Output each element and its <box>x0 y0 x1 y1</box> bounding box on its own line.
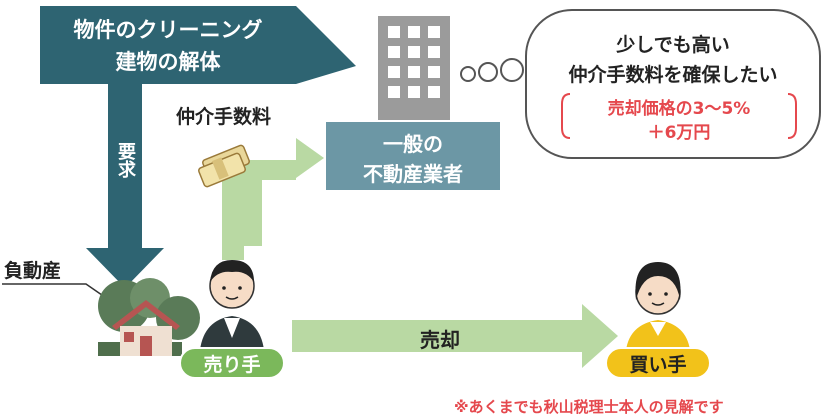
request-arrow <box>40 6 356 288</box>
thought-line2: 仲介手数料を確保したい <box>568 64 778 86</box>
liability-leader <box>2 283 113 303</box>
request-label-line1: 物件のクリーニング <box>73 18 263 42</box>
fee-arrow <box>222 138 324 246</box>
buyer-label: 買い手 <box>629 354 687 376</box>
sale-label: 売却 <box>420 328 460 352</box>
agent-label-line2: 不動産業者 <box>363 162 463 186</box>
fee-arrow-stem <box>222 160 244 260</box>
buyer-person-icon <box>626 262 690 350</box>
seller-person-icon <box>200 260 264 350</box>
request-vertical-label: 要求 <box>115 142 136 178</box>
footnote: ※あくまでも秋山税理士本人の見解です <box>454 398 724 416</box>
sale-arrow <box>292 304 618 368</box>
seller-label: 売り手 <box>203 354 261 376</box>
liability-label: 負動産 <box>4 260 62 282</box>
thought-fee-plus: ＋6万円 <box>647 123 711 143</box>
seller-badge <box>179 347 285 379</box>
agent-box <box>326 122 500 190</box>
fee-label: 仲介手数料 <box>176 106 272 128</box>
fee-brackets <box>561 93 797 139</box>
thought-fee-rate: 売却価格の3～5% <box>607 99 751 119</box>
thought-line1: 少しでも高い <box>616 34 730 56</box>
thought-bubble <box>460 9 821 159</box>
building-icon <box>378 16 450 120</box>
money-icon <box>198 144 250 188</box>
agent-label-line1: 一般の <box>383 132 443 156</box>
request-label-line2: 建物の解体 <box>115 50 221 74</box>
buyer-badge <box>605 347 711 379</box>
house-icon <box>98 278 200 356</box>
